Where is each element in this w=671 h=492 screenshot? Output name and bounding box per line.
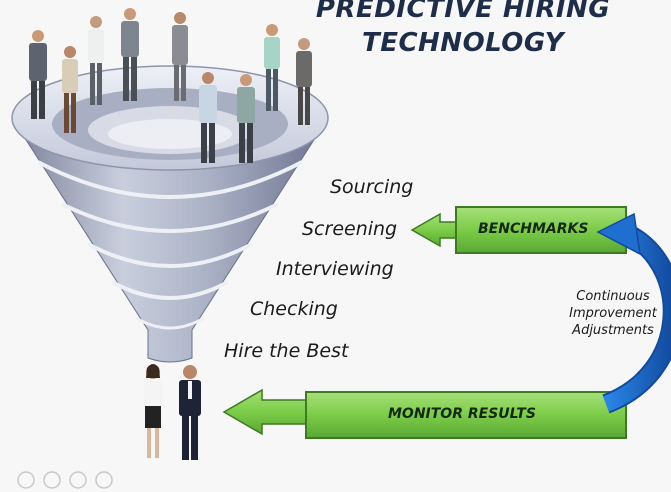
grid-icon[interactable] xyxy=(43,471,61,489)
diagram-title: PREDICTIVE HIRING TECHNOLOGY xyxy=(313,0,613,60)
benchmarks-box xyxy=(455,206,627,254)
person-figure xyxy=(179,365,201,460)
stage-checking: Checking xyxy=(250,298,338,320)
person-figure xyxy=(237,74,255,163)
loop-label-line-1: Continuous xyxy=(576,289,650,304)
stage-sourcing: Sourcing xyxy=(330,176,414,198)
person-figure xyxy=(88,16,104,105)
person-figure xyxy=(264,24,280,111)
person-figure xyxy=(144,364,162,458)
stage-hire-the-best: Hire the Best xyxy=(224,340,349,362)
monitor-results-label: MONITOR RESULTS xyxy=(388,406,536,422)
more-icon[interactable] xyxy=(95,471,113,489)
stage-interviewing: Interviewing xyxy=(276,258,394,280)
loop-label-line-2: Improvement xyxy=(569,306,657,321)
person-figure xyxy=(62,46,78,133)
person-figure xyxy=(199,72,217,163)
continuous-improvement-label: Continuous Improvement Adjustments xyxy=(555,288,671,339)
benchmarks-label: BENCHMARKS xyxy=(478,221,589,237)
person-figure xyxy=(29,30,47,119)
stage-screening: Screening xyxy=(302,218,398,240)
hired-couple-figures xyxy=(144,364,201,460)
title-line-2: TECHNOLOGY xyxy=(361,28,565,58)
media-player-controls[interactable] xyxy=(16,470,126,490)
person-figure xyxy=(296,38,312,125)
crowd-figures xyxy=(29,8,312,163)
zoom-icon[interactable] xyxy=(69,471,87,489)
curved-loop-arrow xyxy=(596,212,671,414)
previous-icon[interactable] xyxy=(17,471,35,489)
person-figure xyxy=(121,8,139,101)
loop-label-line-3: Adjustments xyxy=(572,323,654,338)
person-figure xyxy=(172,12,188,101)
monitor-results-box xyxy=(305,391,627,439)
title-line-1: PREDICTIVE HIRING xyxy=(315,0,611,24)
